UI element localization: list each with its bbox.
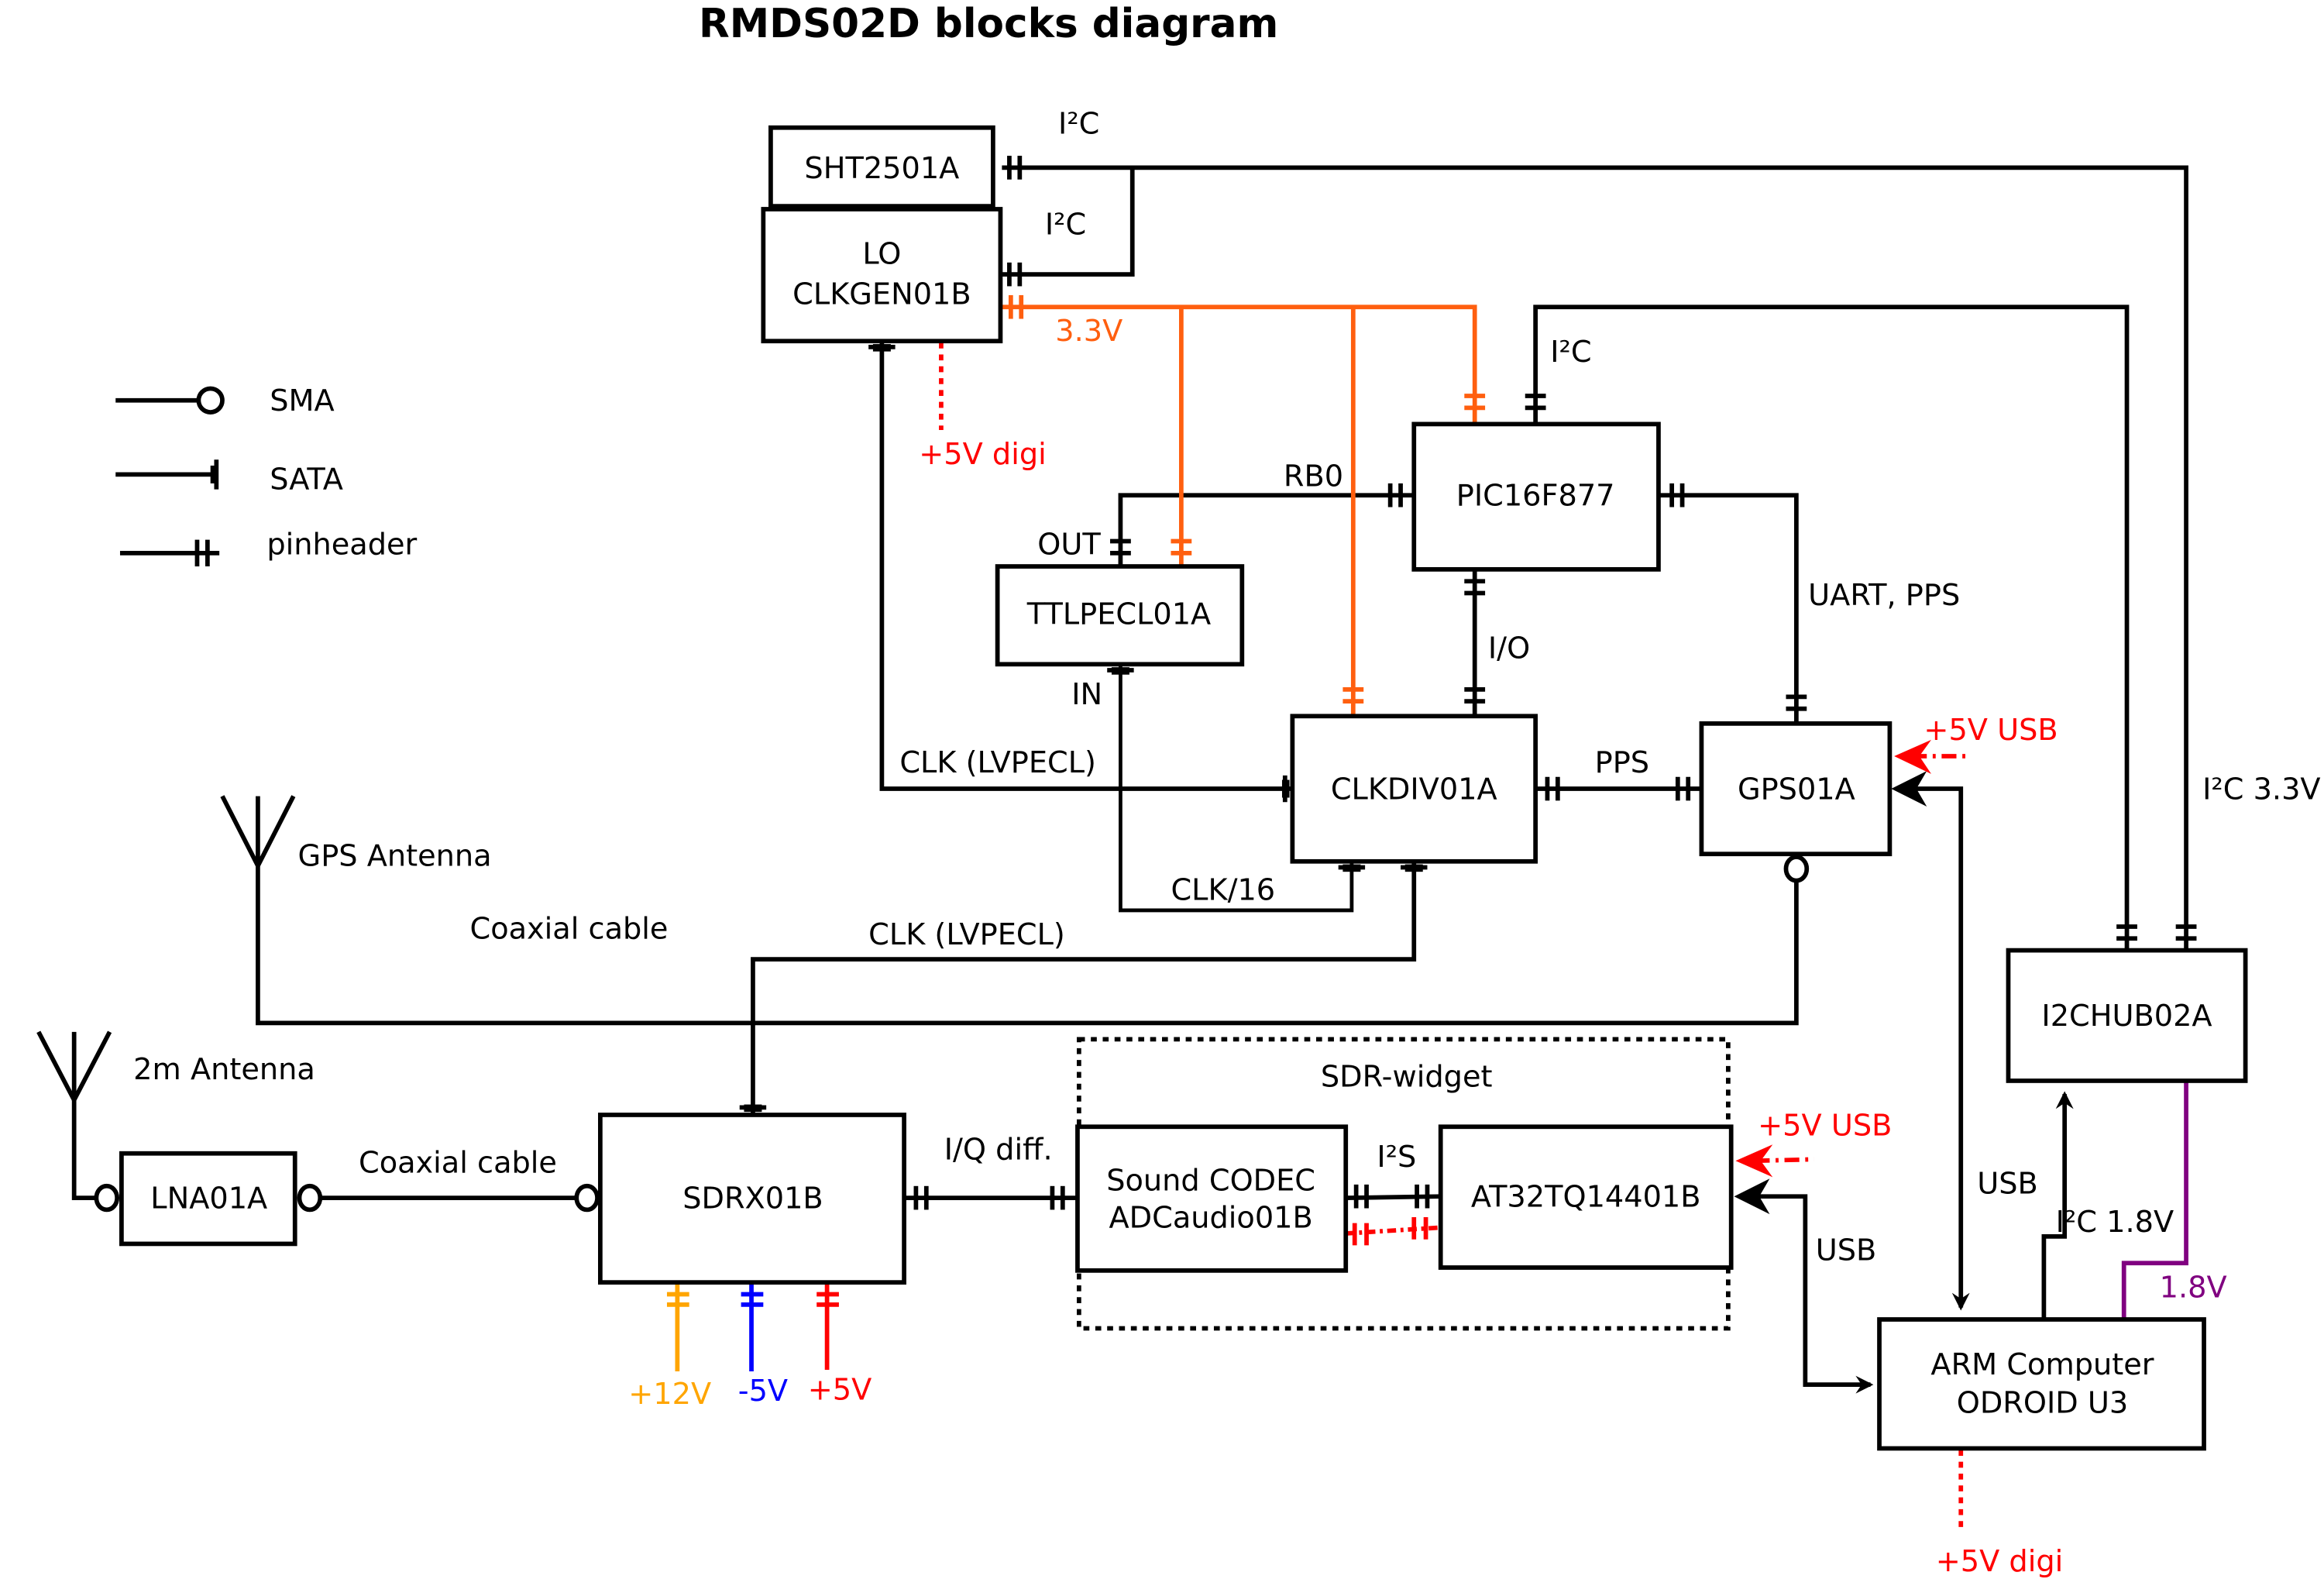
- label-5v-digi-bottom: +5V digi: [1936, 1544, 2064, 1579]
- block-clkdiv01a[interactable]: CLKDIV01A: [1290, 714, 1538, 864]
- block-label: SHT2501A: [804, 151, 959, 186]
- block-sht2501a[interactable]: SHT2501A: [768, 125, 995, 209]
- block-label: CLKDIV01A: [1331, 772, 1497, 807]
- sata-connectors: [739, 344, 1428, 1113]
- wire-1v8-rail: [2121, 1082, 2188, 1319]
- block-pic16f877[interactable]: PIC16F877: [1411, 421, 1661, 572]
- block-gps01a[interactable]: GPS01A: [1699, 721, 1893, 857]
- label-rb0: RB0: [1284, 459, 1343, 494]
- label-i2c-clkgen: I²C: [1045, 207, 1086, 242]
- block-at32tq14401b[interactable]: AT32TQ14401B: [1438, 1124, 1734, 1270]
- block-label: GPS01A: [1738, 772, 1855, 807]
- label-2m-antenna: 2m Antenna: [133, 1052, 315, 1087]
- wire-clk-lvpecl-2: [751, 861, 1417, 1115]
- label-out: OUT: [1037, 528, 1101, 562]
- block-i2chub02a[interactable]: I2CHUB02A: [2006, 948, 2248, 1083]
- label-clk16: CLK/16: [1171, 873, 1275, 908]
- label-in: IN: [1071, 677, 1102, 712]
- wire-red-codec-at32: [1346, 1225, 1441, 1236]
- block-arm-computer[interactable]: ARM Computer ODROID U3: [1877, 1317, 2206, 1451]
- label-uart-pps: UART, PPS: [1808, 578, 1960, 613]
- pinheader-connector-icon: [194, 539, 210, 567]
- block-label: TTLPECL01A: [1026, 597, 1211, 632]
- label-i2c-pic: I²C: [1550, 335, 1591, 370]
- block-label: LNA01A: [150, 1181, 267, 1216]
- wire-i2c-clkgen: [1002, 167, 1135, 277]
- wire-clk16: [1119, 664, 1354, 913]
- block-label-line2: CLKGEN01B: [792, 277, 971, 311]
- arrow-head-at32: [1734, 1178, 1770, 1215]
- label-clk-lvpecl-2: CLK (LVPECL): [868, 917, 1065, 952]
- wire-clk-lvpecl-1: [879, 341, 1293, 791]
- block-ttlpecl01a[interactable]: TTLPECL01A: [995, 564, 1245, 667]
- block-lna01a[interactable]: LNA01A: [119, 1151, 297, 1247]
- 2m-antenna-icon: [36, 1030, 112, 1106]
- rail-neg5v: [741, 1284, 764, 1371]
- rail-12v: [666, 1284, 689, 1371]
- red-pinheaders-codec-at32: [1352, 1216, 1428, 1246]
- wire-5v-usb-at32: [1735, 1144, 1814, 1178]
- legend-pinheader-label: pinheader: [266, 528, 417, 562]
- label-io: I/O: [1488, 631, 1530, 666]
- label-neg5v: -5V: [738, 1374, 788, 1409]
- block-label-line1: LO: [862, 237, 901, 272]
- label-12v: +12V: [628, 1377, 711, 1412]
- block-clkgen01b[interactable]: LO CLKGEN01B: [761, 207, 1003, 344]
- pinheader-connectors: [913, 156, 2197, 1210]
- wire-usb-gps-arm: [1899, 786, 1970, 1311]
- block-label-line1: Sound CODEC: [1106, 1164, 1315, 1199]
- sma-connector-icon: [196, 386, 225, 415]
- rail-3v3: [1002, 294, 1486, 717]
- block-label: PIC16F877: [1456, 479, 1615, 514]
- block-sdrx01b[interactable]: SDRX01B: [598, 1113, 906, 1285]
- block-label: I2CHUB02A: [2041, 999, 2212, 1034]
- label-usb-1: USB: [1977, 1166, 2038, 1201]
- label-clk-lvpecl-1: CLK (LVPECL): [899, 745, 1096, 780]
- legend-sata-label: SATA: [270, 463, 343, 497]
- block-adcaudio01b[interactable]: Sound CODEC ADCaudio01B: [1075, 1124, 1349, 1273]
- block-label-line2: ODROID U3: [1957, 1386, 2128, 1421]
- label-3v3: 3.3V: [1055, 314, 1122, 349]
- legend: SMA SATA pinheader: [115, 384, 418, 567]
- legend-sma-label: SMA: [270, 384, 334, 418]
- diagram-title: RMDS02D blocks diagram: [699, 1, 1278, 47]
- label-i2c-1v8: I²C 1.8V: [2056, 1205, 2174, 1240]
- wire-2m-antenna: [71, 1097, 95, 1200]
- block-label-line2: ADCaudio01B: [1109, 1200, 1313, 1235]
- label-5v-usb-at32: +5V USB: [1758, 1109, 1892, 1144]
- label-gps-antenna: GPS Antenna: [298, 839, 492, 874]
- wire-5v-usb-gps: [1894, 739, 1965, 774]
- wire-usb-at32-arm: [1743, 1194, 1874, 1394]
- label-5v-digi-top: +5V digi: [919, 437, 1047, 472]
- block-label: AT32TQ14401B: [1471, 1180, 1701, 1215]
- wire-i2s: [1346, 1194, 1441, 1200]
- group-label: SDR-widget: [1321, 1060, 1493, 1095]
- rail-5v: [816, 1284, 839, 1371]
- gps-antenna-icon: [220, 795, 296, 871]
- label-coax-1: Coaxial cable: [470, 911, 669, 946]
- sma-connectors: [94, 855, 1810, 1213]
- wire-i2c-sht-to-hub: [1002, 165, 2188, 951]
- label-iq-diff: I/Q diff.: [944, 1132, 1053, 1167]
- wire-i2c-pic-to-hub: [1533, 304, 2130, 951]
- label-1v8: 1.8V: [2160, 1270, 2227, 1305]
- block-label: SDRX01B: [682, 1181, 823, 1216]
- label-5v: +5V: [808, 1372, 872, 1407]
- label-usb-2: USB: [1816, 1233, 1877, 1268]
- wire-gps-coax: [256, 865, 1799, 1026]
- wire-rb0: [1118, 493, 1415, 567]
- label-pps: PPS: [1595, 745, 1649, 780]
- arrow-head-gps: [1891, 771, 1927, 807]
- wire-uart-pps: [1658, 493, 1799, 724]
- label-5v-usb-gps: +5V USB: [1923, 713, 2058, 748]
- label-i2c-3v3: I²C 3.3V: [2202, 772, 2320, 807]
- label-i2s: I²S: [1377, 1140, 1416, 1175]
- wire-i2c-1v8: [2041, 1091, 2074, 1319]
- block-label-line1: ARM Computer: [1930, 1347, 2154, 1382]
- label-i2c-top: I²C: [1058, 106, 1099, 141]
- label-coax-2: Coaxial cable: [359, 1146, 557, 1181]
